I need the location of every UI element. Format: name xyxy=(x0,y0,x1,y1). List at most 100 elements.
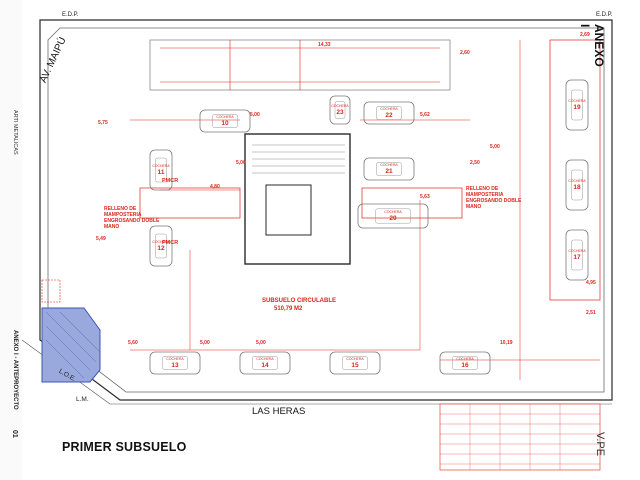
dimension-label: 5,00 xyxy=(490,144,500,150)
bay-number: 22 xyxy=(385,112,393,119)
pmcr-label: PMCR xyxy=(162,178,179,184)
dimension-label: 5,63 xyxy=(420,194,430,200)
stair-steps xyxy=(252,144,345,174)
dimension-label: 5,62 xyxy=(420,112,430,118)
bay-prefix: COCHERA xyxy=(380,107,398,111)
bay-prefix: COCHERA xyxy=(152,164,170,168)
dimension-label: 2,51 xyxy=(586,310,596,316)
car-silhouette xyxy=(565,229,589,281)
dimension-label: 5,00 xyxy=(200,340,210,346)
elevator xyxy=(265,184,312,236)
edp-left: E.D.P. xyxy=(62,12,79,18)
ramp-red-lines xyxy=(160,40,440,90)
bay-prefix: COCHERA xyxy=(384,210,402,214)
car-silhouette xyxy=(149,149,173,191)
car-window xyxy=(252,356,278,370)
project-name: ANEXO I - ANTEPROYECTO xyxy=(12,330,18,410)
car-silhouette xyxy=(363,101,415,125)
inner-wall xyxy=(47,27,605,393)
dimension-label: 5,00 xyxy=(236,160,246,166)
dimension-label: 5,00 xyxy=(250,112,260,118)
red-hatch-box xyxy=(41,279,61,303)
central-area-size: 510,79 M2 xyxy=(274,306,303,312)
car-window xyxy=(342,356,368,370)
car-silhouette xyxy=(565,79,589,131)
car-silhouette xyxy=(329,351,381,375)
bay-number: 16 xyxy=(461,362,469,369)
bay-prefix: COCHERA xyxy=(568,249,586,253)
bay-prefix: COCHERA xyxy=(380,163,398,167)
firm-name: ARTI METALICAS xyxy=(12,110,18,155)
dimension-lines xyxy=(130,40,600,380)
dimension-label: 2,50 xyxy=(470,160,480,166)
dimension-label: 5,49 xyxy=(96,236,106,242)
bay-prefix: COCHERA xyxy=(331,104,349,108)
car-window xyxy=(334,101,346,119)
dimension-label: 14,33 xyxy=(318,42,331,48)
bay-number: 21 xyxy=(385,168,393,175)
car-silhouette xyxy=(199,109,251,133)
car-window xyxy=(571,239,583,271)
plot-boundary xyxy=(39,19,613,401)
lm-label: L.M. xyxy=(76,396,89,403)
car-window xyxy=(162,356,188,370)
bay-prefix: COCHERA xyxy=(456,357,474,361)
street-las-heras: LAS HERAS xyxy=(252,406,306,417)
annex-bottom-label: V.PE xyxy=(594,432,606,457)
car-silhouette xyxy=(149,225,173,267)
car-silhouette xyxy=(363,157,415,181)
dimension-label: 5,75 xyxy=(98,120,108,126)
dimension-label: 5,00 xyxy=(256,340,266,346)
car-silhouette xyxy=(149,351,201,375)
bay-number: 13 xyxy=(171,362,179,369)
bay-number: 23 xyxy=(336,109,344,116)
car-silhouette xyxy=(239,351,291,375)
car-silhouette xyxy=(565,159,589,211)
car-window xyxy=(155,157,167,183)
bay-number: 15 xyxy=(351,362,359,369)
annex-label: ANEXO I xyxy=(578,24,606,67)
blue-hatch xyxy=(45,311,101,379)
edp-right: E.D.P. xyxy=(596,12,613,18)
bay-prefix: COCHERA xyxy=(346,357,364,361)
car-silhouette xyxy=(439,351,491,375)
bay-number: 10 xyxy=(221,120,229,127)
bay-prefix: COCHERA xyxy=(216,115,234,119)
bay-number: 17 xyxy=(573,254,581,261)
bay-prefix: COCHERA xyxy=(568,99,586,103)
bay-prefix: COCHERA xyxy=(152,240,170,244)
bay-number: 11 xyxy=(157,169,165,176)
car-window xyxy=(376,106,402,120)
stair-core xyxy=(244,133,351,265)
relleno-left: RELLENO DE MAMPOSTERIA ENGROSANDO DOBLE … xyxy=(104,206,160,230)
car-silhouette xyxy=(357,203,429,229)
relleno-right: RELLENO DE MAMPOSTERIA ENGROSANDO DOBLE … xyxy=(466,186,522,210)
bay-prefix: COCHERA xyxy=(166,357,184,361)
dimension-label: 4,95 xyxy=(586,280,596,286)
bay-number: 12 xyxy=(157,245,165,252)
dimension-label: 5,60 xyxy=(128,340,138,346)
blue-area xyxy=(41,307,101,383)
cars-layer xyxy=(149,79,589,375)
red-outlines xyxy=(139,39,601,301)
car-window xyxy=(212,114,238,128)
bay-number: 19 xyxy=(573,104,581,111)
bay-prefix: COCHERA xyxy=(568,179,586,183)
car-window xyxy=(375,208,411,224)
central-area-title: SUBSUELO CIRCULABLE xyxy=(262,298,337,304)
dimension-label: 2,69 xyxy=(580,32,590,38)
bay-number: 18 xyxy=(573,184,581,191)
car-window xyxy=(155,233,167,259)
